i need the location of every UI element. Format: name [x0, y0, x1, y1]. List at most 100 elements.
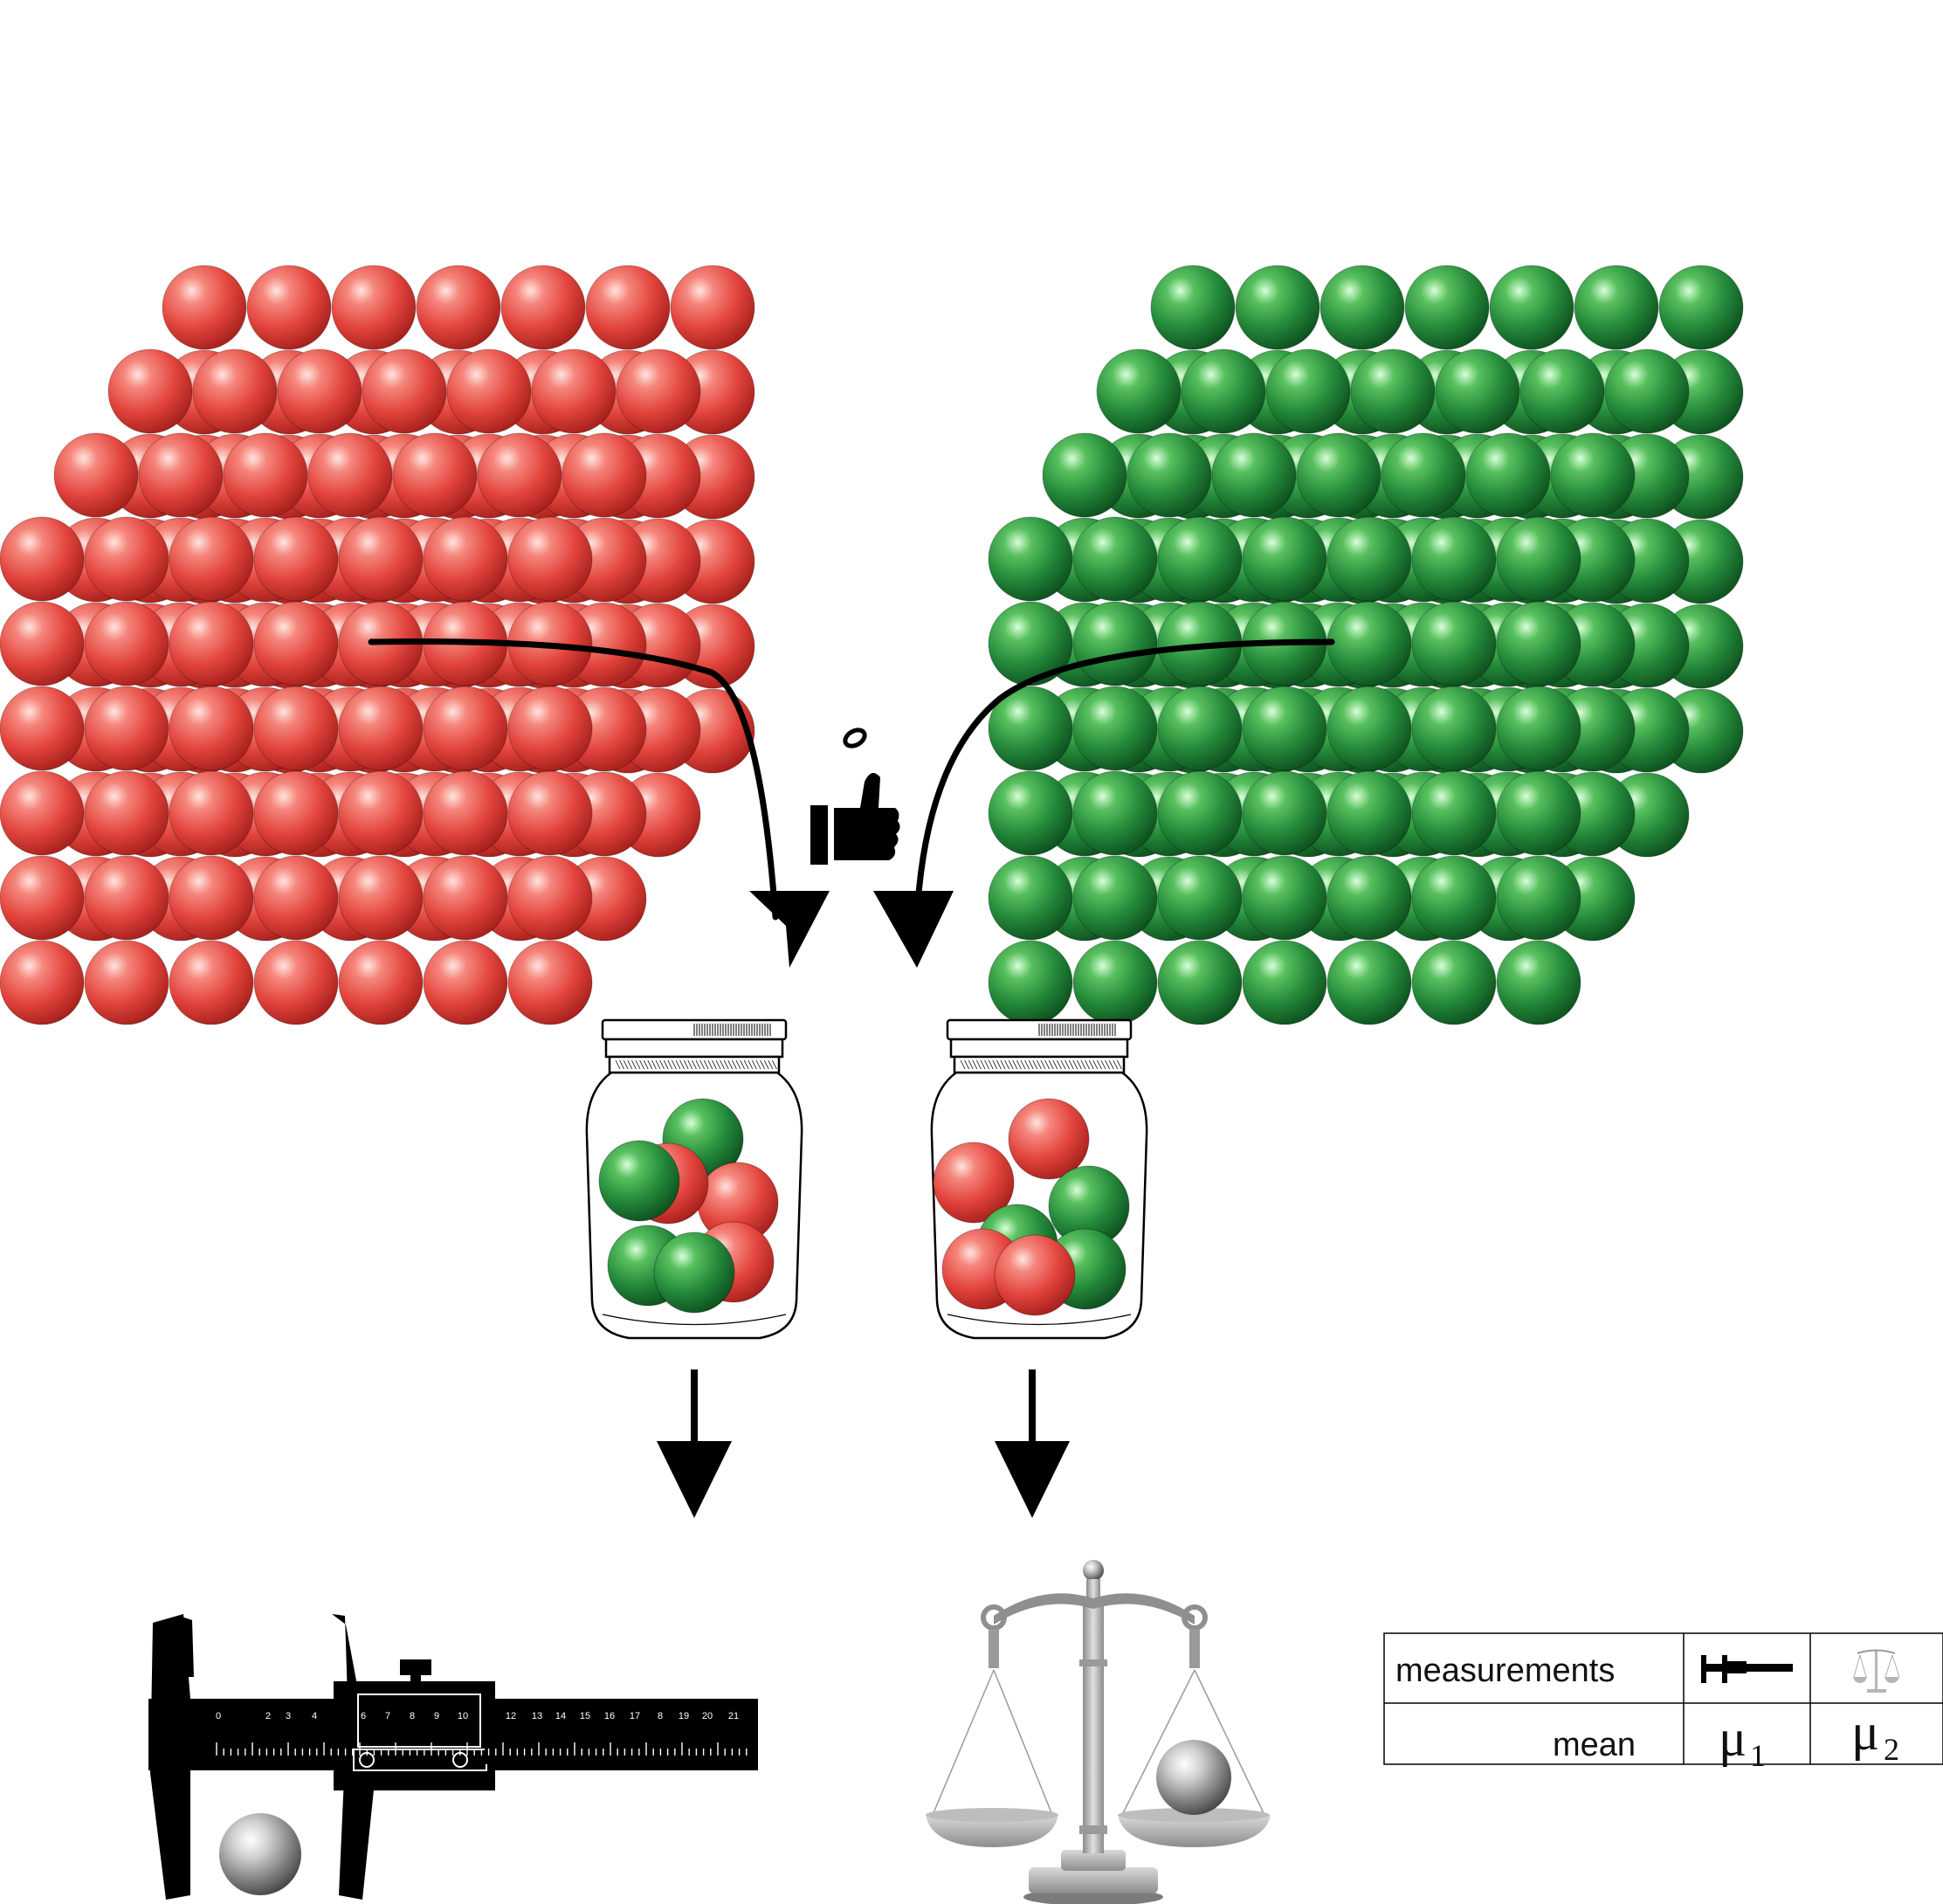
red-ball	[84, 686, 169, 771]
green-ball	[988, 770, 1073, 856]
caliper-scale-number: 7	[385, 1711, 390, 1721]
green-ball	[988, 940, 1073, 1025]
red-ball	[169, 686, 254, 771]
red-ball	[585, 265, 671, 350]
caliper-scale-number: 21	[728, 1711, 739, 1721]
red-ball	[994, 1234, 1076, 1316]
red-ball	[507, 940, 593, 1025]
green-ball	[1496, 516, 1581, 602]
red-ball	[84, 516, 169, 602]
red-ball	[531, 348, 617, 434]
red-ball	[53, 432, 139, 518]
green-ball	[1519, 348, 1605, 434]
left-jar-icon	[585, 1018, 803, 1340]
right-arrowhead	[873, 891, 954, 968]
red-ball	[0, 686, 85, 771]
left-curved-arrow	[368, 638, 779, 921]
green-ball	[1242, 516, 1327, 602]
table-row-label-measurements: measurements	[1395, 1652, 1615, 1689]
red-ball-population	[0, 265, 755, 1025]
red-ball	[670, 265, 755, 350]
green-ball	[1496, 770, 1581, 856]
red-ball	[331, 265, 417, 350]
green-ball	[1072, 516, 1158, 602]
balance-scale-icon	[1853, 1649, 1900, 1693]
green-ball	[1350, 348, 1436, 434]
red-ball	[338, 855, 424, 941]
red-ball	[362, 348, 447, 434]
red-ball	[223, 432, 308, 518]
red-ball	[192, 348, 278, 434]
red-ball	[253, 601, 339, 686]
caliper-scale-number: 19	[679, 1711, 689, 1721]
red-ball	[84, 855, 169, 941]
green-ball	[1127, 432, 1212, 518]
caliper-scale-number: 12	[506, 1711, 516, 1721]
red-ball	[423, 770, 508, 856]
green-ball	[1496, 855, 1581, 941]
red-ball	[0, 770, 85, 856]
right-curved-arrow	[913, 638, 1335, 921]
red-ball	[446, 348, 532, 434]
caliper-scale-number: 17	[630, 1711, 640, 1721]
red-ball	[507, 770, 593, 856]
red-ball	[933, 1142, 1015, 1224]
caliper-scale-number: 14	[555, 1711, 566, 1721]
green-ball	[1157, 940, 1243, 1025]
red-ball	[84, 940, 169, 1025]
red-ball	[423, 686, 508, 771]
red-ball	[107, 348, 193, 434]
green-ball	[1496, 686, 1581, 771]
green-ball	[1489, 265, 1574, 350]
mean-mu2-subscript: 2	[1884, 1732, 1899, 1767]
thumbs-up-coin-flip-icon	[810, 728, 900, 865]
green-ball	[1319, 265, 1405, 350]
caliper-scale-number: 2	[265, 1711, 271, 1721]
green-ball	[653, 1231, 735, 1314]
caliper-scale-number: 15	[580, 1711, 590, 1721]
green-ball	[1411, 855, 1497, 941]
red-ball	[507, 686, 593, 771]
red-ball	[0, 516, 85, 602]
red-ball	[423, 855, 508, 941]
green-ball	[1411, 770, 1497, 856]
red-ball	[253, 516, 339, 602]
red-ball	[423, 516, 508, 602]
green-ball	[1658, 265, 1744, 350]
red-ball	[423, 940, 508, 1025]
right-down-arrow	[995, 1369, 1070, 1518]
green-ball	[1096, 348, 1182, 434]
green-ball	[1404, 265, 1490, 350]
green-ball	[1411, 601, 1497, 686]
red-ball	[169, 601, 254, 686]
green-ball	[988, 855, 1073, 941]
red-ball	[138, 432, 224, 518]
green-ball	[1465, 432, 1551, 518]
red-ball	[169, 770, 254, 856]
green-ball	[1072, 855, 1158, 941]
caliper-scale-number: 4	[312, 1711, 317, 1721]
green-ball	[1150, 265, 1236, 350]
right-jar-icon	[930, 1018, 1148, 1340]
red-ball	[562, 432, 647, 518]
steel-ball-icon	[1156, 1740, 1231, 1815]
red-ball	[84, 601, 169, 686]
caliper-scale-number: 6	[361, 1711, 366, 1721]
green-ball	[1242, 940, 1327, 1025]
red-ball	[392, 432, 478, 518]
caliper-scale-number: 3	[286, 1711, 291, 1721]
green-ball	[1604, 348, 1690, 434]
caliper-scale-number: 0	[216, 1711, 221, 1721]
red-ball	[169, 855, 254, 941]
mean-mu1-subscript: 1	[1750, 1738, 1766, 1773]
red-ball	[616, 348, 701, 434]
green-ball	[1326, 601, 1412, 686]
green-ball	[1411, 516, 1497, 602]
red-ball	[338, 686, 424, 771]
green-ball	[1496, 940, 1581, 1025]
green-ball	[1496, 601, 1581, 686]
green-ball	[1157, 855, 1243, 941]
red-ball	[307, 432, 393, 518]
measurement-table: measurements mean μ 1 μ 2	[1383, 1632, 1943, 1773]
